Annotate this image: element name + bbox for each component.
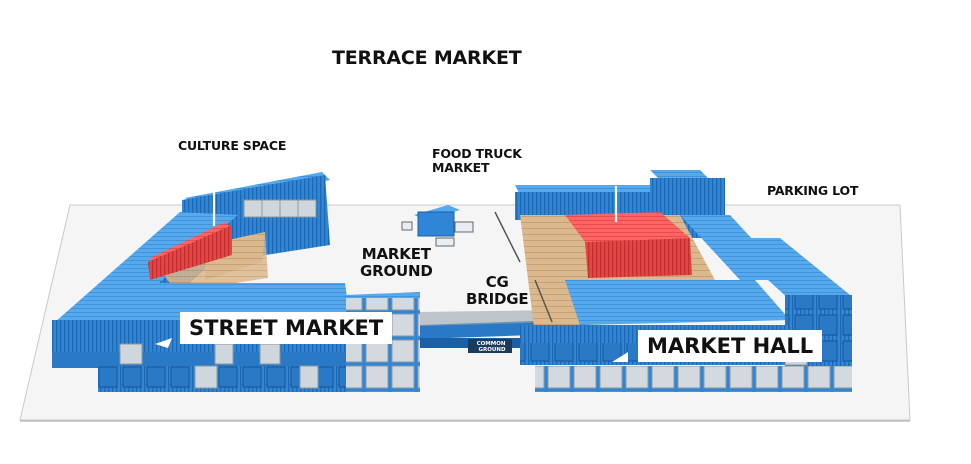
label-street-market: STREET MARKET bbox=[180, 312, 393, 344]
label-parking-lot: PARKING LOT bbox=[767, 183, 859, 198]
label-market-hall: MARKET HALL bbox=[638, 330, 823, 362]
label-market-ground: MARKET GROUND bbox=[360, 245, 433, 281]
label-terrace-market: TERRACE MARKET bbox=[332, 47, 522, 69]
label-cg-bridge: CG BRIDGE bbox=[466, 273, 529, 309]
bridge-sign: COMMON GROUND bbox=[477, 341, 508, 353]
label-culture-space: CULTURE SPACE bbox=[178, 138, 287, 153]
label-food-truck-market: FOOD TRUCK MARKET bbox=[432, 146, 522, 176]
